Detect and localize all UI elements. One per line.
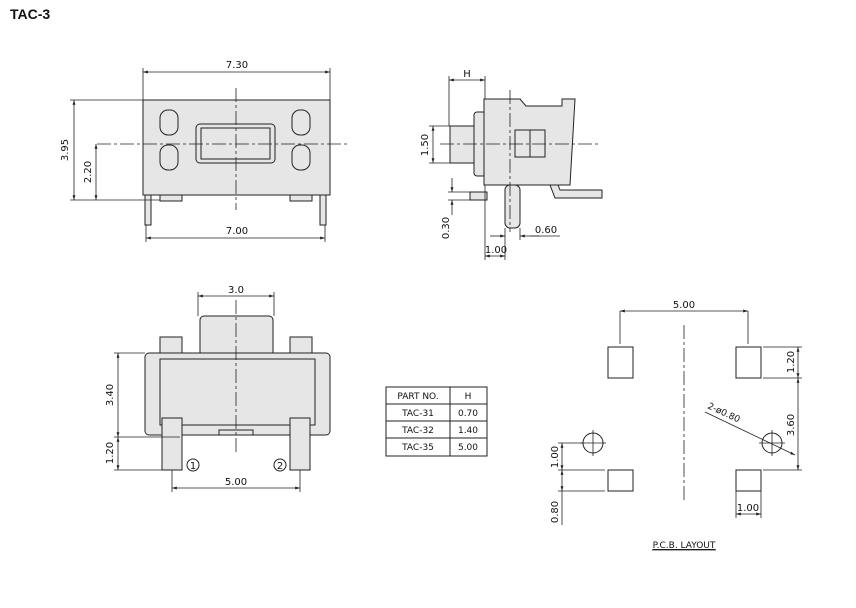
- dim-1-00-hole: 1.00: [550, 446, 561, 468]
- table-cell: 1.40: [458, 426, 478, 436]
- dim-7-30: 7.30: [226, 60, 248, 71]
- table-cell: TAC-35: [401, 443, 434, 453]
- table-cell: 5.00: [458, 443, 478, 453]
- hole-spec: 2-ø0.80: [706, 402, 742, 426]
- dim-1-00-pad: 1.00: [737, 503, 759, 514]
- dim-5-00-front: 5.00: [225, 477, 247, 488]
- drawing-title: TAC-3: [10, 6, 51, 22]
- dim-1-20-pcb: 1.20: [786, 351, 797, 373]
- pin-2-label: 2: [277, 461, 283, 472]
- pcb-layout-caption: P.C.B. LAYOUT: [653, 541, 716, 551]
- table-header-part: PART NO.: [397, 392, 438, 402]
- dim-2-20: 2.20: [83, 161, 94, 183]
- dim-0-80: 0.80: [550, 501, 561, 523]
- dim-3-95: 3.95: [60, 139, 71, 161]
- dim-7-00: 7.00: [226, 226, 248, 237]
- dim-3-60: 3.60: [786, 414, 797, 436]
- top-view: 7.30 3.95 2.20 7.00: [60, 60, 350, 242]
- dim-1-00-side: 1.00: [485, 245, 507, 256]
- dim-1-20-front: 1.20: [105, 442, 116, 464]
- dim-3-40: 3.40: [105, 384, 116, 406]
- dim-0-60: 0.60: [535, 225, 557, 236]
- table-cell: TAC-31: [401, 409, 434, 419]
- dim-3-0: 3.0: [228, 285, 244, 296]
- side-view: H 1.50 0.30 1.00 0.60: [420, 69, 603, 260]
- dim-5-00-pcb: 5.00: [673, 300, 695, 311]
- dim-h: H: [463, 69, 471, 80]
- pin-1-label: 1: [190, 461, 196, 472]
- table-cell: 0.70: [458, 409, 478, 419]
- dim-0-30: 0.30: [441, 217, 452, 239]
- table-header-h: H: [465, 392, 472, 402]
- dim-1-50: 1.50: [420, 134, 431, 156]
- front-view: 1 2 3.0 3.40 1.20 5.00: [105, 285, 331, 492]
- table-cell: TAC-32: [401, 426, 434, 436]
- part-number-table: PART NO. H TAC-31 0.70 TAC-32 1.40 TAC-3…: [385, 386, 488, 457]
- pcb-layout: 5.00 1.20 3.60 2-ø0.80 1.00 0.80 1.00 P.…: [550, 300, 802, 551]
